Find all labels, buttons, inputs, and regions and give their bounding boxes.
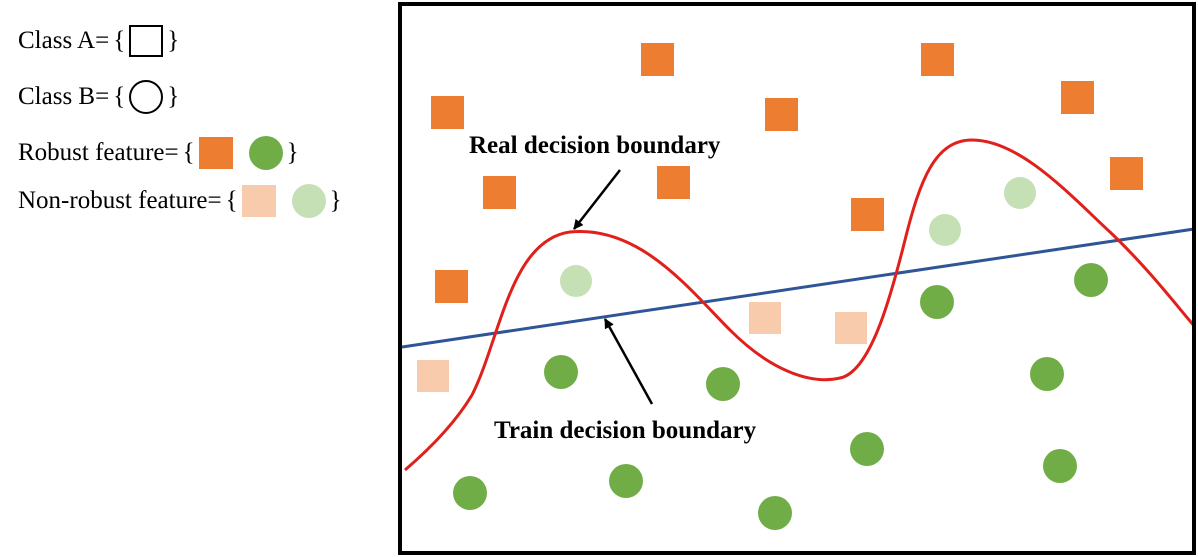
diagram-panel: Real decision boundary Train decision bo… <box>398 2 1196 555</box>
robust-circle <box>1043 449 1077 483</box>
legend-non-robust: Non-robust feature= { } <box>18 184 346 218</box>
robust-circle <box>453 476 487 510</box>
robust-squares <box>431 43 1143 303</box>
legend-open-brace: { <box>182 139 195 166</box>
robust-square <box>483 176 516 209</box>
legend-class-a-label: Class A= <box>18 27 110 54</box>
legend: Class A= { } Class B= { } Robust feature… <box>18 0 398 230</box>
real-boundary-label: Real decision boundary <box>469 132 721 159</box>
real-decision-boundary <box>404 138 1192 472</box>
green-circle-icon <box>248 136 283 170</box>
non-robust-circle <box>560 265 592 297</box>
robust-circle <box>1074 263 1108 297</box>
train-decision-boundary <box>402 227 1192 349</box>
legend-close-brace: } <box>167 83 180 110</box>
robust-circles <box>453 263 1108 530</box>
robust-circle <box>609 464 643 498</box>
non-robust-circles <box>560 177 1036 297</box>
robust-square <box>657 166 690 199</box>
legend-robust: Robust feature= { } <box>18 136 303 170</box>
robust-square <box>851 198 884 231</box>
diagram-canvas: Real decision boundary Train decision bo… <box>402 43 1192 530</box>
non-robust-square <box>749 302 781 334</box>
robust-square <box>765 98 798 131</box>
robust-circle <box>920 285 954 319</box>
legend-class-b: Class B= { } <box>18 80 183 114</box>
non-robust-square <box>835 312 867 344</box>
light-orange-square-icon <box>241 185 276 217</box>
robust-circle <box>758 496 792 530</box>
non-robust-circle <box>1004 177 1036 209</box>
square-outline-icon <box>129 25 164 57</box>
legend-open-brace: { <box>113 83 126 110</box>
orange-square-icon <box>198 137 233 169</box>
robust-square <box>641 43 674 76</box>
legend-open-brace: { <box>113 27 126 54</box>
robust-circle <box>544 355 578 389</box>
robust-circle <box>706 367 740 401</box>
robust-square <box>435 270 468 303</box>
train-boundary-label: Train decision boundary <box>494 417 757 444</box>
non-robust-circle <box>929 214 961 246</box>
legend-close-brace: } <box>286 139 299 166</box>
legend-class-a: Class A= { } <box>18 25 183 57</box>
non-robust-square <box>417 360 449 392</box>
legend-non-robust-label: Non-robust feature= <box>18 187 222 214</box>
robust-square <box>1110 157 1143 190</box>
light-green-circle-icon <box>291 184 326 218</box>
real-boundary-arrow <box>573 169 621 230</box>
robust-square <box>921 43 954 76</box>
legend-close-brace: } <box>167 27 180 54</box>
legend-robust-label: Robust feature= <box>18 139 179 166</box>
non-robust-squares <box>417 302 867 392</box>
robust-circle <box>1030 357 1064 391</box>
robust-square <box>431 96 464 129</box>
robust-square <box>1061 81 1094 114</box>
circle-outline-icon <box>129 80 164 114</box>
robust-circle <box>850 432 884 466</box>
train-boundary-arrow <box>603 318 654 405</box>
legend-close-brace: } <box>329 187 342 214</box>
legend-open-brace: { <box>225 187 238 214</box>
legend-class-b-label: Class B= <box>18 83 110 110</box>
